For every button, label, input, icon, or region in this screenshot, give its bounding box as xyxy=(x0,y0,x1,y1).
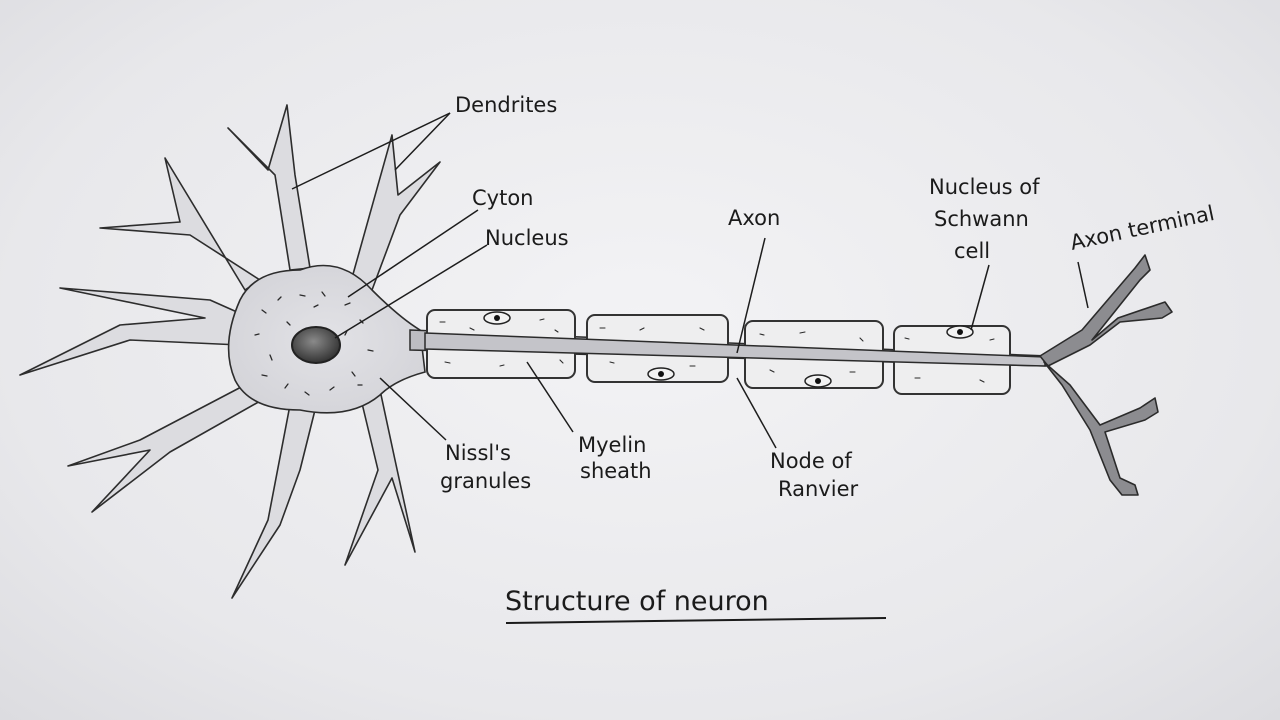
title-underline xyxy=(505,617,887,624)
label-axon-terminal: Axon terminal xyxy=(1068,201,1216,255)
label-nucleus: Nucleus xyxy=(485,226,569,250)
label-schwann-line2: Schwann xyxy=(934,207,1029,231)
label-nissl-line1: Nissl's xyxy=(445,441,511,465)
label-axon: Axon xyxy=(728,206,780,230)
label-schwann-line1: Nucleus of xyxy=(929,175,1040,199)
label-node-line1: Node of xyxy=(770,449,852,473)
schwann-cell-nuclei xyxy=(483,311,974,388)
myelin-sheath-segments xyxy=(424,309,1046,395)
nissl-granules-marks xyxy=(254,291,374,396)
dendrites xyxy=(19,104,441,599)
axon-terminal-shape xyxy=(1039,254,1173,496)
leader-lines xyxy=(291,112,1089,449)
label-myelin-line1: Myelin xyxy=(578,433,646,457)
label-schwann-line3: cell xyxy=(954,239,990,263)
label-cyton: Cyton xyxy=(472,186,533,210)
diagram-title: Structure of neuron xyxy=(505,586,769,617)
label-dendrites: Dendrites xyxy=(455,93,557,117)
label-node-line2: Ranvier xyxy=(778,477,858,501)
label-nissl-line2: granules xyxy=(440,469,531,493)
label-myelin-line2: sheath xyxy=(580,459,652,483)
nucleus-shape xyxy=(291,326,341,364)
